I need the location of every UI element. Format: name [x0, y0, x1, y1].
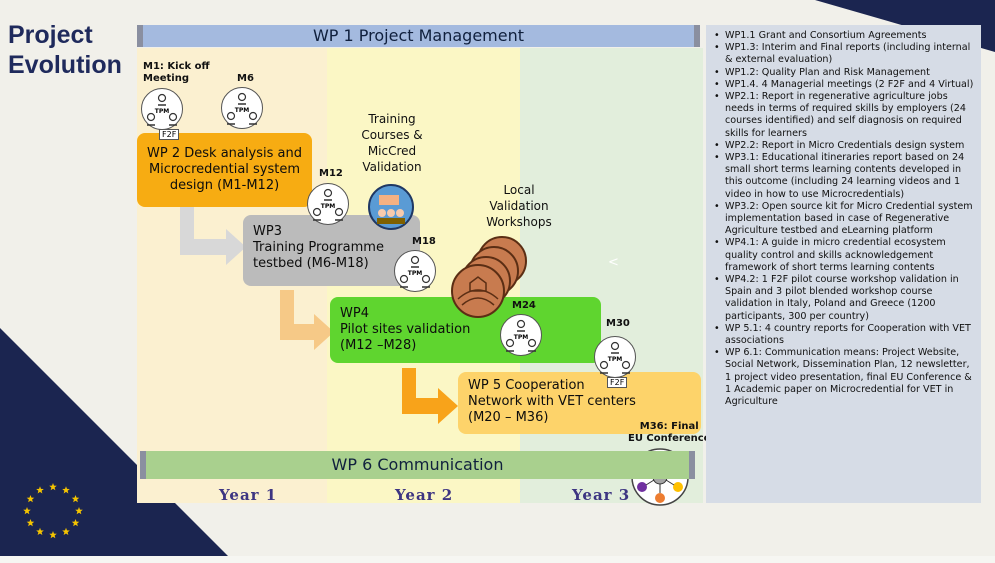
arrow-wp4-to-wp5: [402, 368, 458, 424]
local-line-1: Local: [503, 183, 535, 197]
wp5-line-2: Network with VET centers: [468, 394, 636, 409]
title-line-1: Project: [8, 21, 93, 49]
eu-star: [26, 519, 35, 527]
milestone-m12-label: M12: [319, 168, 343, 179]
milestone-m36-label: M36: Final EU Conference: [628, 421, 710, 445]
wp3-line-3: testbed (M6-M18): [253, 256, 369, 271]
tpm-meeting-icon: TPM: [594, 336, 636, 378]
deliverables-panel: WP1.1 Grant and Consortium AgreementsWP1…: [706, 25, 981, 503]
deliverable-item: WP 5.1: 4 country reports for Cooperatio…: [714, 323, 975, 347]
tpm-text: TPM: [408, 270, 422, 277]
wp3-line-2: Training Programme: [253, 240, 384, 255]
deliverable-item: WP2.2: Report in Micro Credentials desig…: [714, 140, 975, 152]
f2f-badge: F2F: [607, 377, 628, 388]
milestone-m30-label: M30: [606, 318, 630, 329]
deliverable-item: WP4.2: 1 F2F pilot course workshop valid…: [714, 274, 975, 323]
local-line-3: Workshops: [486, 215, 552, 229]
tpm-meeting-icon: TPM: [307, 183, 349, 225]
wp2-line-2: Microcredential system: [148, 162, 301, 177]
wp6-bar: WP 6 Communication: [140, 451, 695, 479]
training-line-3: MicCred: [367, 144, 417, 158]
farm-workshop-icons: [451, 236, 527, 318]
wp5-line-1: WP 5 Cooperation: [468, 378, 585, 393]
m1-line-1: M1: Kick off: [143, 61, 210, 72]
wp5-line-3: (M20 – M36): [468, 410, 549, 425]
eu-star: [36, 486, 44, 494]
deliverable-item: WP1.3: Interim and Final reports (includ…: [714, 42, 975, 66]
tpm-text: TPM: [514, 334, 528, 341]
local-workshops-label: Local Validation Workshops: [484, 182, 554, 230]
eu-star: [71, 519, 80, 527]
eu-star: [49, 483, 57, 491]
deliverable-item: WP1.2: Quality Plan and Risk Management: [714, 67, 975, 79]
training-line-2: Courses &: [361, 128, 423, 142]
m36-line-1: M36: Final: [639, 421, 699, 432]
tpm-text: TPM: [321, 203, 335, 210]
f2f-badge: F2F: [159, 129, 180, 140]
wp4-line-3: (M12 –M28): [340, 338, 417, 353]
milestone-m18-label: M18: [412, 236, 436, 247]
tpm-meeting-icon: TPM: [221, 87, 263, 129]
local-line-2: Validation: [489, 199, 549, 213]
tpm-text: TPM: [608, 356, 622, 363]
eu-star: [62, 527, 70, 536]
training-line-1: Training: [368, 112, 416, 126]
wp4-line-2: Pilot sites validation: [340, 322, 471, 337]
chevron-left-icon: <: [608, 255, 619, 270]
tpm-text: TPM: [155, 108, 169, 115]
page-title: Project Evolution: [8, 20, 122, 80]
arrow-wp2-to-wp3: [180, 205, 246, 265]
deliverable-item: WP3.1: Educational itineraries report ba…: [714, 152, 975, 201]
eu-star: [36, 527, 44, 536]
eu-star: [26, 495, 35, 503]
eu-star: [75, 507, 83, 515]
deliverable-item: WP3.2: Open source kit for Micro Credent…: [714, 201, 975, 238]
m1-line-2: Meeting: [143, 73, 190, 84]
tpm-meeting-icon: TPM: [394, 250, 436, 292]
deliverable-item: WP1.4. 4 Managerial meetings (2 F2F and …: [714, 79, 975, 91]
wp1-bar: WP 1 Project Management: [137, 25, 700, 47]
wp5-box: WP 5 Cooperation Network with VET center…: [458, 372, 701, 434]
arrow-wp3-to-wp4: [280, 290, 334, 350]
deliverable-item: WP2.1: Report in regenerative agricultur…: [714, 91, 975, 140]
m36-line-2: EU Conference: [628, 433, 711, 444]
wp2-box: WP 2 Desk analysis and Microcredential s…: [137, 133, 312, 207]
deliverable-item: WP4.1: A guide in micro credential ecosy…: [714, 237, 975, 274]
title-line-2: Evolution: [8, 51, 122, 79]
eu-star: [49, 531, 57, 539]
deliverables-list: WP1.1 Grant and Consortium AgreementsWP1…: [714, 30, 975, 408]
year-1-label: Year 1: [219, 486, 278, 504]
milestone-m24-label: M24: [512, 300, 536, 311]
eu-stars-logo: [23, 483, 83, 539]
training-line-4: Validation: [362, 160, 422, 174]
milestone-m1-label: M1: Kick off Meeting: [143, 61, 210, 85]
eu-star: [62, 486, 70, 494]
eu-star: [23, 507, 31, 515]
wp4-line-1: WP4: [340, 306, 369, 321]
bottom-strip: [0, 556, 995, 563]
wp3-line-1: WP3: [253, 224, 282, 239]
deliverable-item: WP1.1 Grant and Consortium Agreements: [714, 30, 975, 42]
milestone-m6-label: M6: [237, 73, 254, 84]
wp3-box: WP3 Training Programme testbed (M6-M18): [243, 215, 420, 286]
wp2-line-3: design (M1-M12): [169, 178, 280, 193]
wp2-line-1: WP 2 Desk analysis and: [147, 146, 302, 161]
year-2-label: Year 2: [395, 486, 454, 504]
training-classroom-icon: [368, 184, 414, 230]
tpm-meeting-icon: TPM: [141, 88, 183, 130]
tpm-meeting-icon: TPM: [500, 314, 542, 356]
eu-star: [71, 495, 80, 503]
deliverable-item: WP 6.1: Communication means: Project Web…: [714, 347, 975, 408]
tpm-text: TPM: [235, 107, 249, 114]
training-label: Training Courses & MicCred Validation: [358, 111, 426, 175]
year-3-label: Year 3: [572, 486, 631, 504]
